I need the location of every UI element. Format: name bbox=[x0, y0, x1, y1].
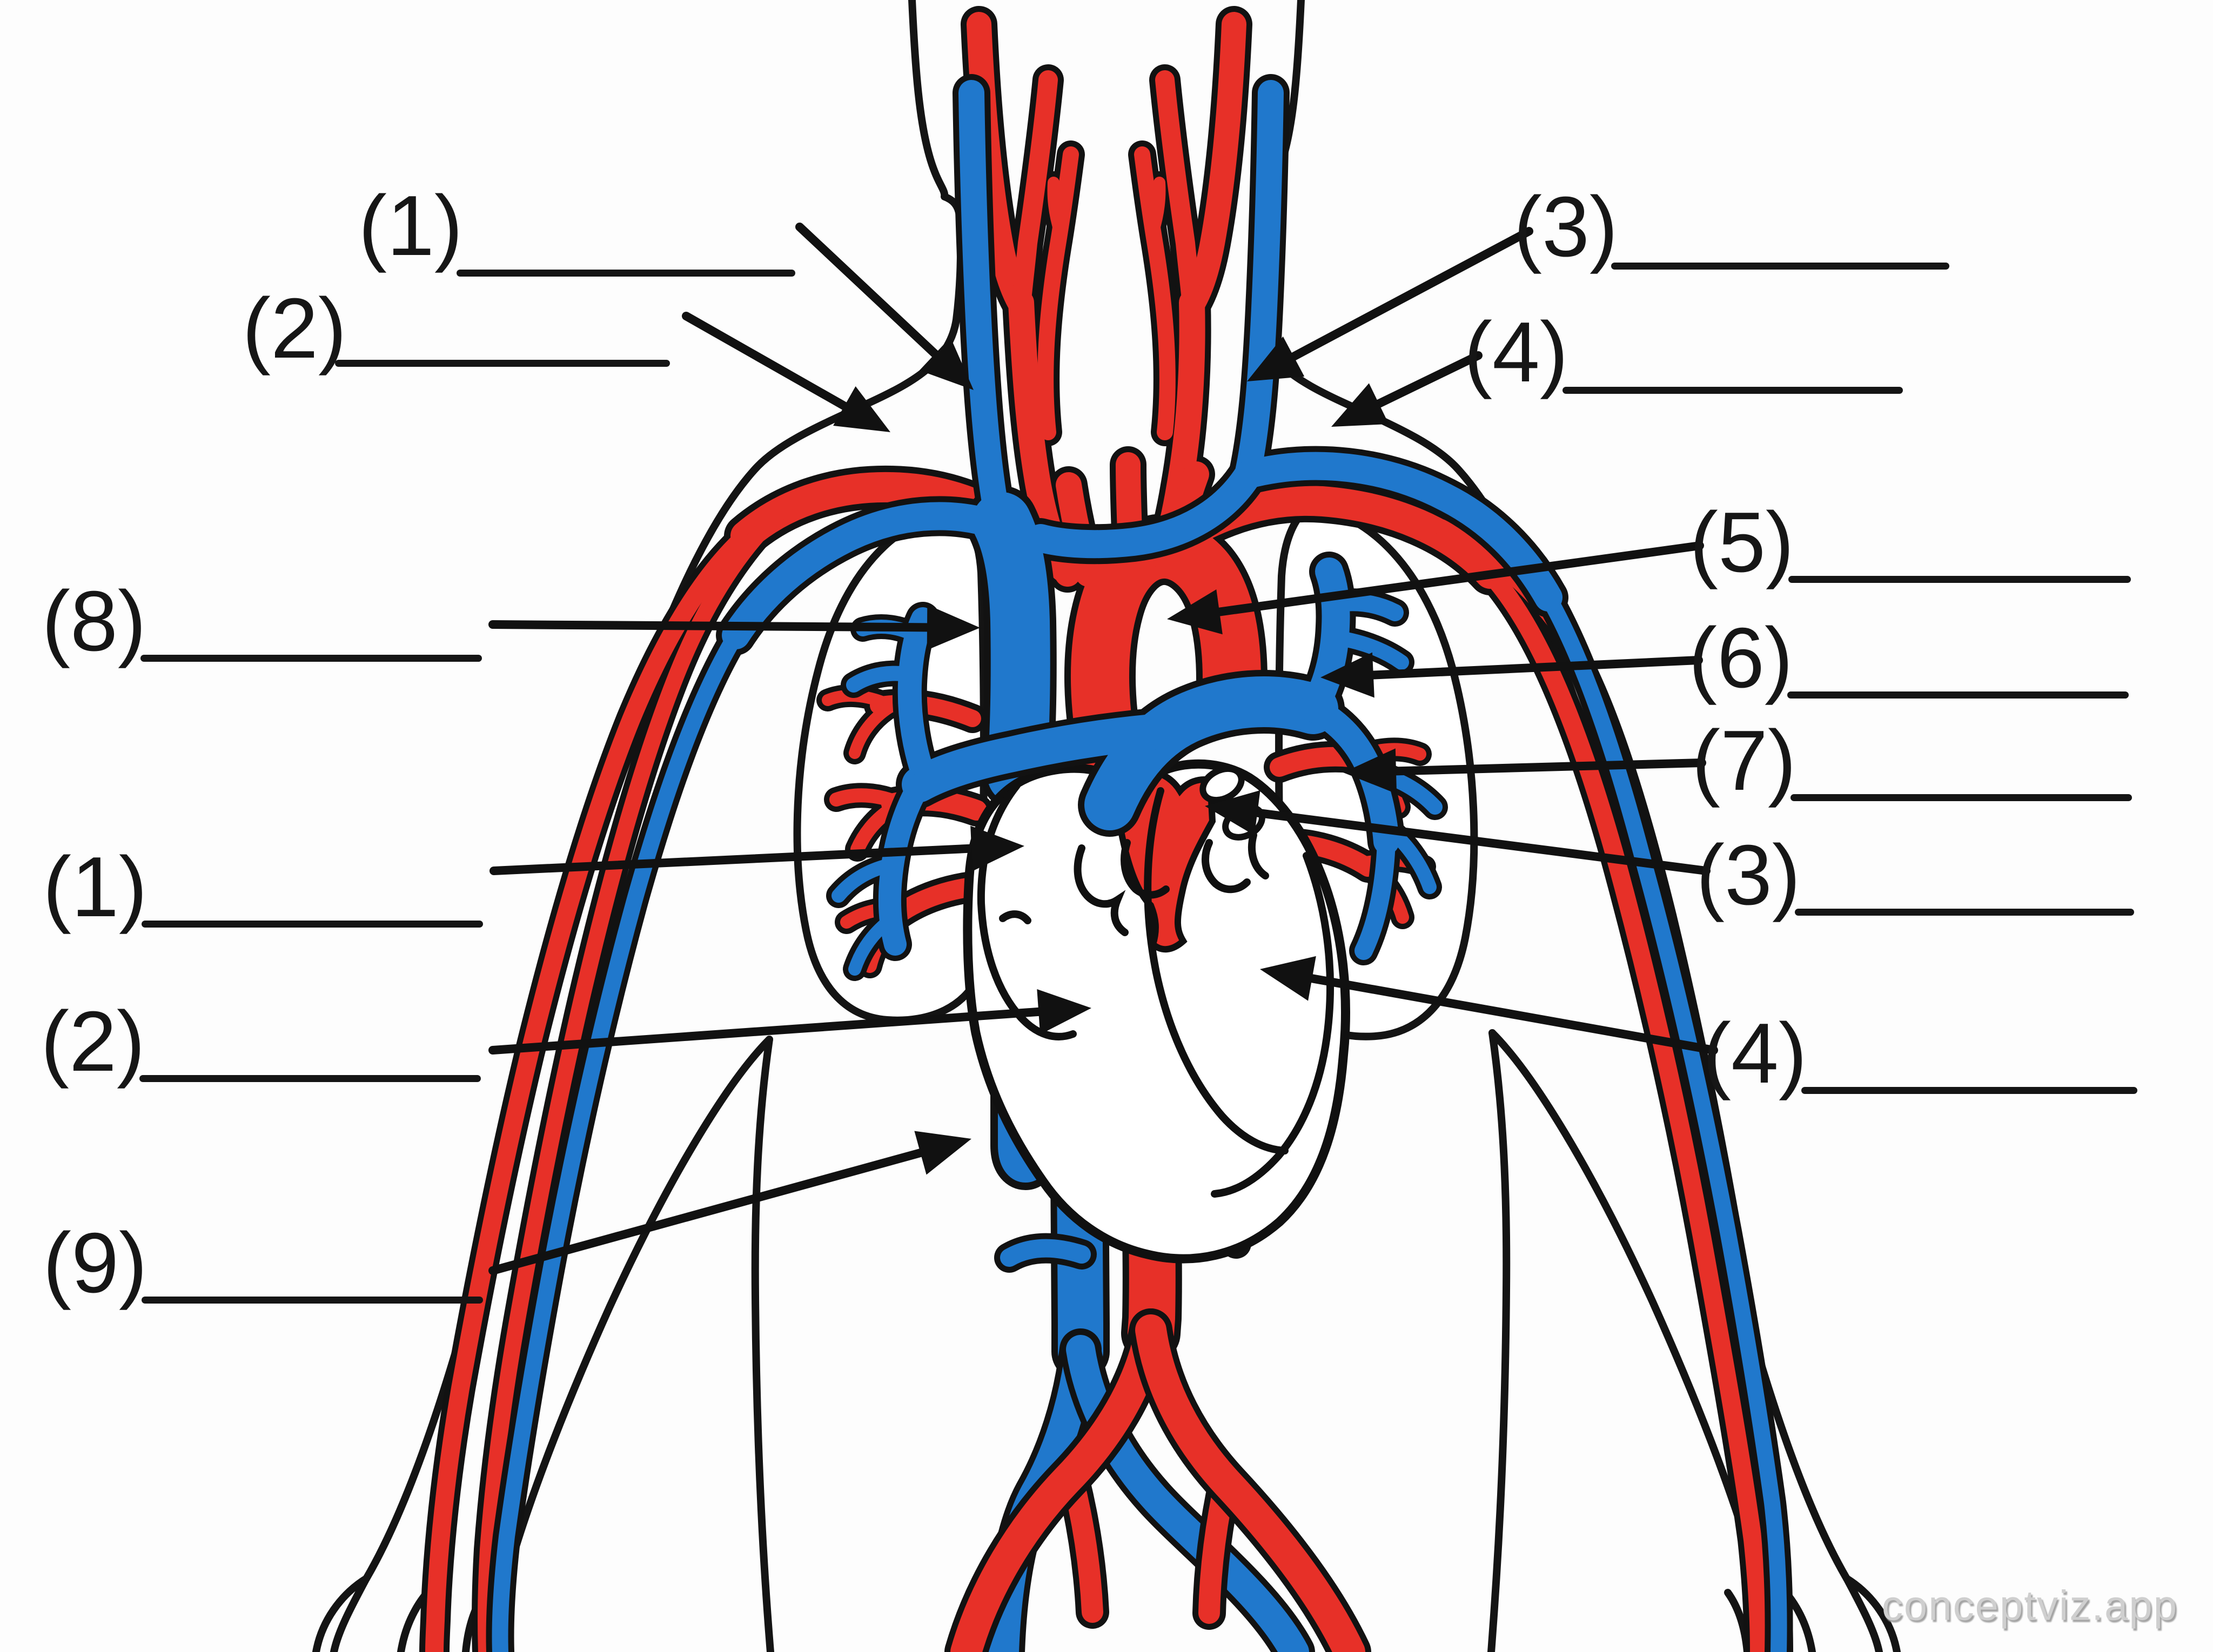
tricuspid-valve bbox=[1074, 844, 1129, 936]
interventricular-septum bbox=[1144, 787, 1289, 1154]
arrowhead-10 bbox=[927, 605, 980, 650]
answer-blank-4[interactable] bbox=[1562, 387, 1903, 394]
answer-blank-11[interactable] bbox=[142, 921, 483, 928]
leader-line-2 bbox=[682, 312, 855, 414]
arrowhead-7 bbox=[1343, 748, 1397, 794]
answer-blank-1[interactable] bbox=[457, 270, 795, 277]
answer-blank-12[interactable] bbox=[139, 1075, 481, 1082]
arrowhead-2 bbox=[833, 386, 890, 432]
pulmonary-vein-ostium-1 bbox=[1199, 765, 1245, 804]
callout-label-11: (1) bbox=[43, 840, 147, 935]
arrowhead-9 bbox=[1260, 956, 1316, 1001]
answer-blank-2[interactable] bbox=[335, 360, 670, 367]
arrowhead-11 bbox=[970, 825, 1024, 871]
answer-blank-7[interactable] bbox=[1790, 794, 2132, 801]
leader-line-12 bbox=[488, 1006, 1051, 1055]
arrowhead-6 bbox=[1320, 652, 1374, 698]
leader-line-9 bbox=[1300, 972, 1718, 1055]
mitral-valve bbox=[1201, 839, 1251, 894]
answer-blank-9[interactable] bbox=[1801, 1087, 2137, 1094]
callout-label-13: (9) bbox=[43, 1216, 147, 1311]
arrowhead-1 bbox=[919, 337, 974, 390]
leader-line-1 bbox=[795, 223, 945, 364]
answer-blank-6[interactable] bbox=[1787, 691, 2129, 699]
right-atrium-detail bbox=[999, 910, 1031, 924]
callout-label-5: (5) bbox=[1689, 495, 1794, 590]
left-arm-outer-outline bbox=[330, 0, 964, 1652]
left-ventricle-wall bbox=[1211, 852, 1334, 1198]
callout-label-3: (3) bbox=[1513, 179, 1618, 274]
leader-line-5 bbox=[1208, 541, 1704, 617]
arrowhead-4 bbox=[1331, 383, 1389, 427]
callout-label-9: (4) bbox=[1702, 1006, 1807, 1101]
valve-cusp bbox=[1121, 839, 1170, 899]
callout-label-8: (3) bbox=[1696, 828, 1801, 923]
answer-blank-8[interactable] bbox=[1795, 909, 2134, 916]
left-torso-outline bbox=[751, 1036, 774, 1652]
right-thumb-outline bbox=[1843, 1575, 1901, 1652]
mitral-cusp bbox=[1248, 831, 1269, 879]
callout-label-12: (2) bbox=[41, 994, 145, 1089]
leader-line-7 bbox=[1384, 758, 1706, 776]
answer-blank-13[interactable] bbox=[142, 1297, 483, 1304]
leader-line-13 bbox=[488, 1146, 933, 1275]
leader-line-4 bbox=[1367, 351, 1483, 412]
leader-line-10 bbox=[488, 620, 940, 632]
watermark: conceptviz.app bbox=[1881, 1581, 2178, 1629]
callout-label-6: (6) bbox=[1688, 610, 1793, 706]
arrowhead-5 bbox=[1167, 589, 1223, 635]
callout-label-2: (2) bbox=[242, 281, 347, 376]
answer-blank-10[interactable] bbox=[140, 655, 482, 662]
callout-label-10: (8) bbox=[42, 574, 146, 669]
left-thumb-outline bbox=[312, 1575, 370, 1652]
arrowhead-13 bbox=[914, 1131, 971, 1175]
leader-line-6 bbox=[1361, 656, 1703, 680]
answer-blank-3[interactable] bbox=[1611, 263, 1949, 270]
callout-label-4: (4) bbox=[1464, 305, 1568, 400]
arrowhead-3 bbox=[1247, 336, 1305, 381]
arrowhead-8 bbox=[1205, 790, 1260, 836]
leader-line-3 bbox=[1283, 227, 1533, 365]
leader-line-11 bbox=[489, 843, 984, 875]
callout-arrows bbox=[488, 223, 1718, 1275]
callout-label-1: (1) bbox=[358, 178, 463, 273]
answer-blank-5[interactable] bbox=[1788, 576, 2131, 583]
arrowhead-12 bbox=[1037, 989, 1091, 1035]
right-atrium-wall bbox=[977, 782, 1077, 1040]
leader-line-8 bbox=[1245, 807, 1711, 875]
right-torso-outline bbox=[1487, 1029, 1511, 1652]
callout-label-7: (7) bbox=[1692, 713, 1796, 808]
